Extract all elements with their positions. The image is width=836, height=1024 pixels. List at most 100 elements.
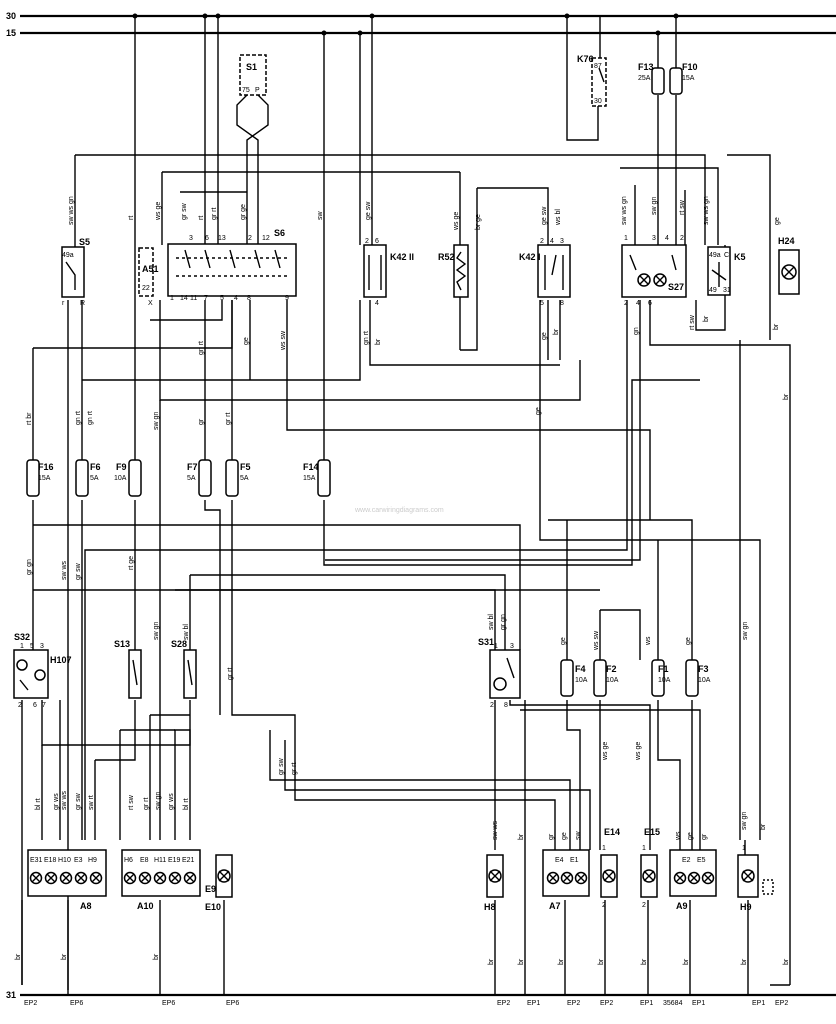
svg-text:E31: E31 [30, 857, 43, 864]
svg-text:8: 8 [560, 300, 564, 307]
svg-text:br: br [558, 958, 565, 965]
lamp-H8: H8 [484, 854, 504, 912]
svg-text:ge: ge [561, 832, 568, 840]
svg-text:C: C [724, 252, 729, 259]
svg-text:H107: H107 [50, 655, 72, 665]
svg-text:sw bl: sw bl [488, 614, 495, 630]
fuse-F16: F16 15A [26, 459, 54, 497]
svg-text:br: br [703, 315, 710, 322]
a8-lamp-symbol [44, 871, 58, 885]
lamp-E9-E10: E9 E10 [205, 854, 233, 912]
a8-lamp-symbol [74, 871, 88, 885]
svg-text:ws ge: ws ge [155, 202, 162, 221]
svg-text:S13: S13 [114, 639, 130, 649]
svg-text:F10: F10 [682, 62, 698, 72]
svg-text:sw gn: sw gn [742, 622, 749, 640]
svg-text:rt sw: rt sw [689, 314, 696, 330]
svg-text:br: br [683, 958, 690, 965]
a8-lamp-symbol [59, 871, 73, 885]
svg-text:EP2: EP2 [497, 1000, 510, 1007]
a9-lamp-symbol [673, 871, 687, 885]
svg-text:br: br [518, 833, 525, 840]
svg-text:S31: S31 [478, 637, 494, 647]
svg-text:E9: E9 [205, 884, 216, 894]
svg-text:22: 22 [142, 285, 150, 292]
svg-text:2: 2 [624, 300, 628, 307]
svg-text:r: r [62, 300, 65, 307]
svg-text:2: 2 [680, 235, 684, 242]
svg-text:sw: sw [575, 831, 582, 841]
svg-text:15A: 15A [303, 475, 316, 482]
resistor-R52: R52 [438, 244, 469, 298]
svg-text:F2: F2 [606, 664, 617, 674]
svg-text:2: 2 [248, 235, 252, 242]
svg-text:sw ws: sw ws [61, 560, 68, 580]
svg-text:H6: H6 [124, 857, 133, 864]
svg-text:gr sw: gr sw [181, 202, 188, 220]
switch-S1: S1 75 P [239, 54, 267, 96]
svg-text:9: 9 [285, 295, 289, 302]
a10-lamp-symbol [123, 871, 137, 885]
svg-text:K76: K76 [577, 54, 594, 64]
svg-text:1: 1 [494, 643, 498, 650]
svg-text:7: 7 [42, 702, 46, 709]
lamp-E14: E14 1 2 [600, 827, 620, 909]
svg-text:1: 1 [642, 845, 646, 852]
svg-text:5A: 5A [187, 475, 196, 482]
svg-text:E2: E2 [682, 857, 691, 864]
svg-text:2: 2 [490, 702, 494, 709]
rail-30-label: 30 [6, 11, 16, 21]
svg-text:gr sw: gr sw [75, 792, 82, 810]
svg-text:3: 3 [40, 643, 44, 650]
svg-text:H10: H10 [58, 857, 71, 864]
svg-text:ws ge: ws ge [602, 742, 609, 761]
svg-text:F9: F9 [116, 462, 127, 472]
svg-text:rt: rt [198, 216, 205, 220]
a8-lamp-symbol [29, 871, 43, 885]
a10-lamp-symbol [183, 871, 197, 885]
svg-text:sw ws gn: sw ws gn [703, 196, 710, 225]
svg-text:gr sw: gr sw [75, 562, 82, 580]
svg-text:6: 6 [205, 235, 209, 242]
svg-text:br: br [518, 958, 525, 965]
svg-text:49a: 49a [709, 252, 721, 259]
svg-text:31: 31 [723, 287, 731, 294]
svg-text:5: 5 [540, 300, 544, 307]
svg-text:35684: 35684 [663, 1000, 683, 1007]
svg-text:EP2: EP2 [775, 1000, 788, 1007]
svg-text:2: 2 [642, 902, 646, 909]
svg-text:F5: F5 [240, 462, 251, 472]
svg-text:F16: F16 [38, 462, 54, 472]
svg-text:3: 3 [652, 235, 656, 242]
svg-text:ws: ws [675, 831, 682, 841]
svg-text:4: 4 [665, 235, 669, 242]
svg-text:13: 13 [218, 235, 226, 242]
svg-text:S1: S1 [246, 62, 257, 72]
svg-text:gn rt: gn rt [363, 331, 370, 345]
svg-text:10A: 10A [698, 677, 711, 684]
switch-block-S6: S6 3 6 13 2 12 1 14 11 7 5 4 8 9 [167, 228, 297, 302]
svg-text:gr rt: gr rt [291, 763, 298, 776]
wiring [21, 16, 791, 995]
wire-color-labels: sw ws gn rt ws ge gr sw rt gr rt gr ge s… [15, 196, 790, 965]
svg-text:10A: 10A [606, 677, 619, 684]
svg-text:rt ge: rt ge [128, 556, 135, 570]
svg-text:F6: F6 [90, 462, 101, 472]
svg-text:ws bl: ws bl [555, 209, 562, 226]
svg-text:br: br [773, 323, 780, 330]
svg-text:br ge: br ge [475, 214, 482, 230]
svg-text:sw gn: sw gn [651, 197, 658, 215]
svg-text:S32: S32 [14, 632, 30, 642]
svg-text:30: 30 [594, 98, 602, 105]
svg-text:49: 49 [709, 287, 717, 294]
svg-text:P: P [255, 87, 260, 94]
svg-text:ws sw: ws sw [593, 630, 600, 651]
svg-text:E15: E15 [644, 827, 660, 837]
svg-text:br: br [488, 958, 495, 965]
svg-text:4: 4 [234, 295, 238, 302]
svg-text:1: 1 [20, 643, 24, 650]
svg-text:E4: E4 [555, 857, 564, 864]
svg-text:F7: F7 [187, 462, 198, 472]
svg-text:EP2: EP2 [600, 1000, 613, 1007]
